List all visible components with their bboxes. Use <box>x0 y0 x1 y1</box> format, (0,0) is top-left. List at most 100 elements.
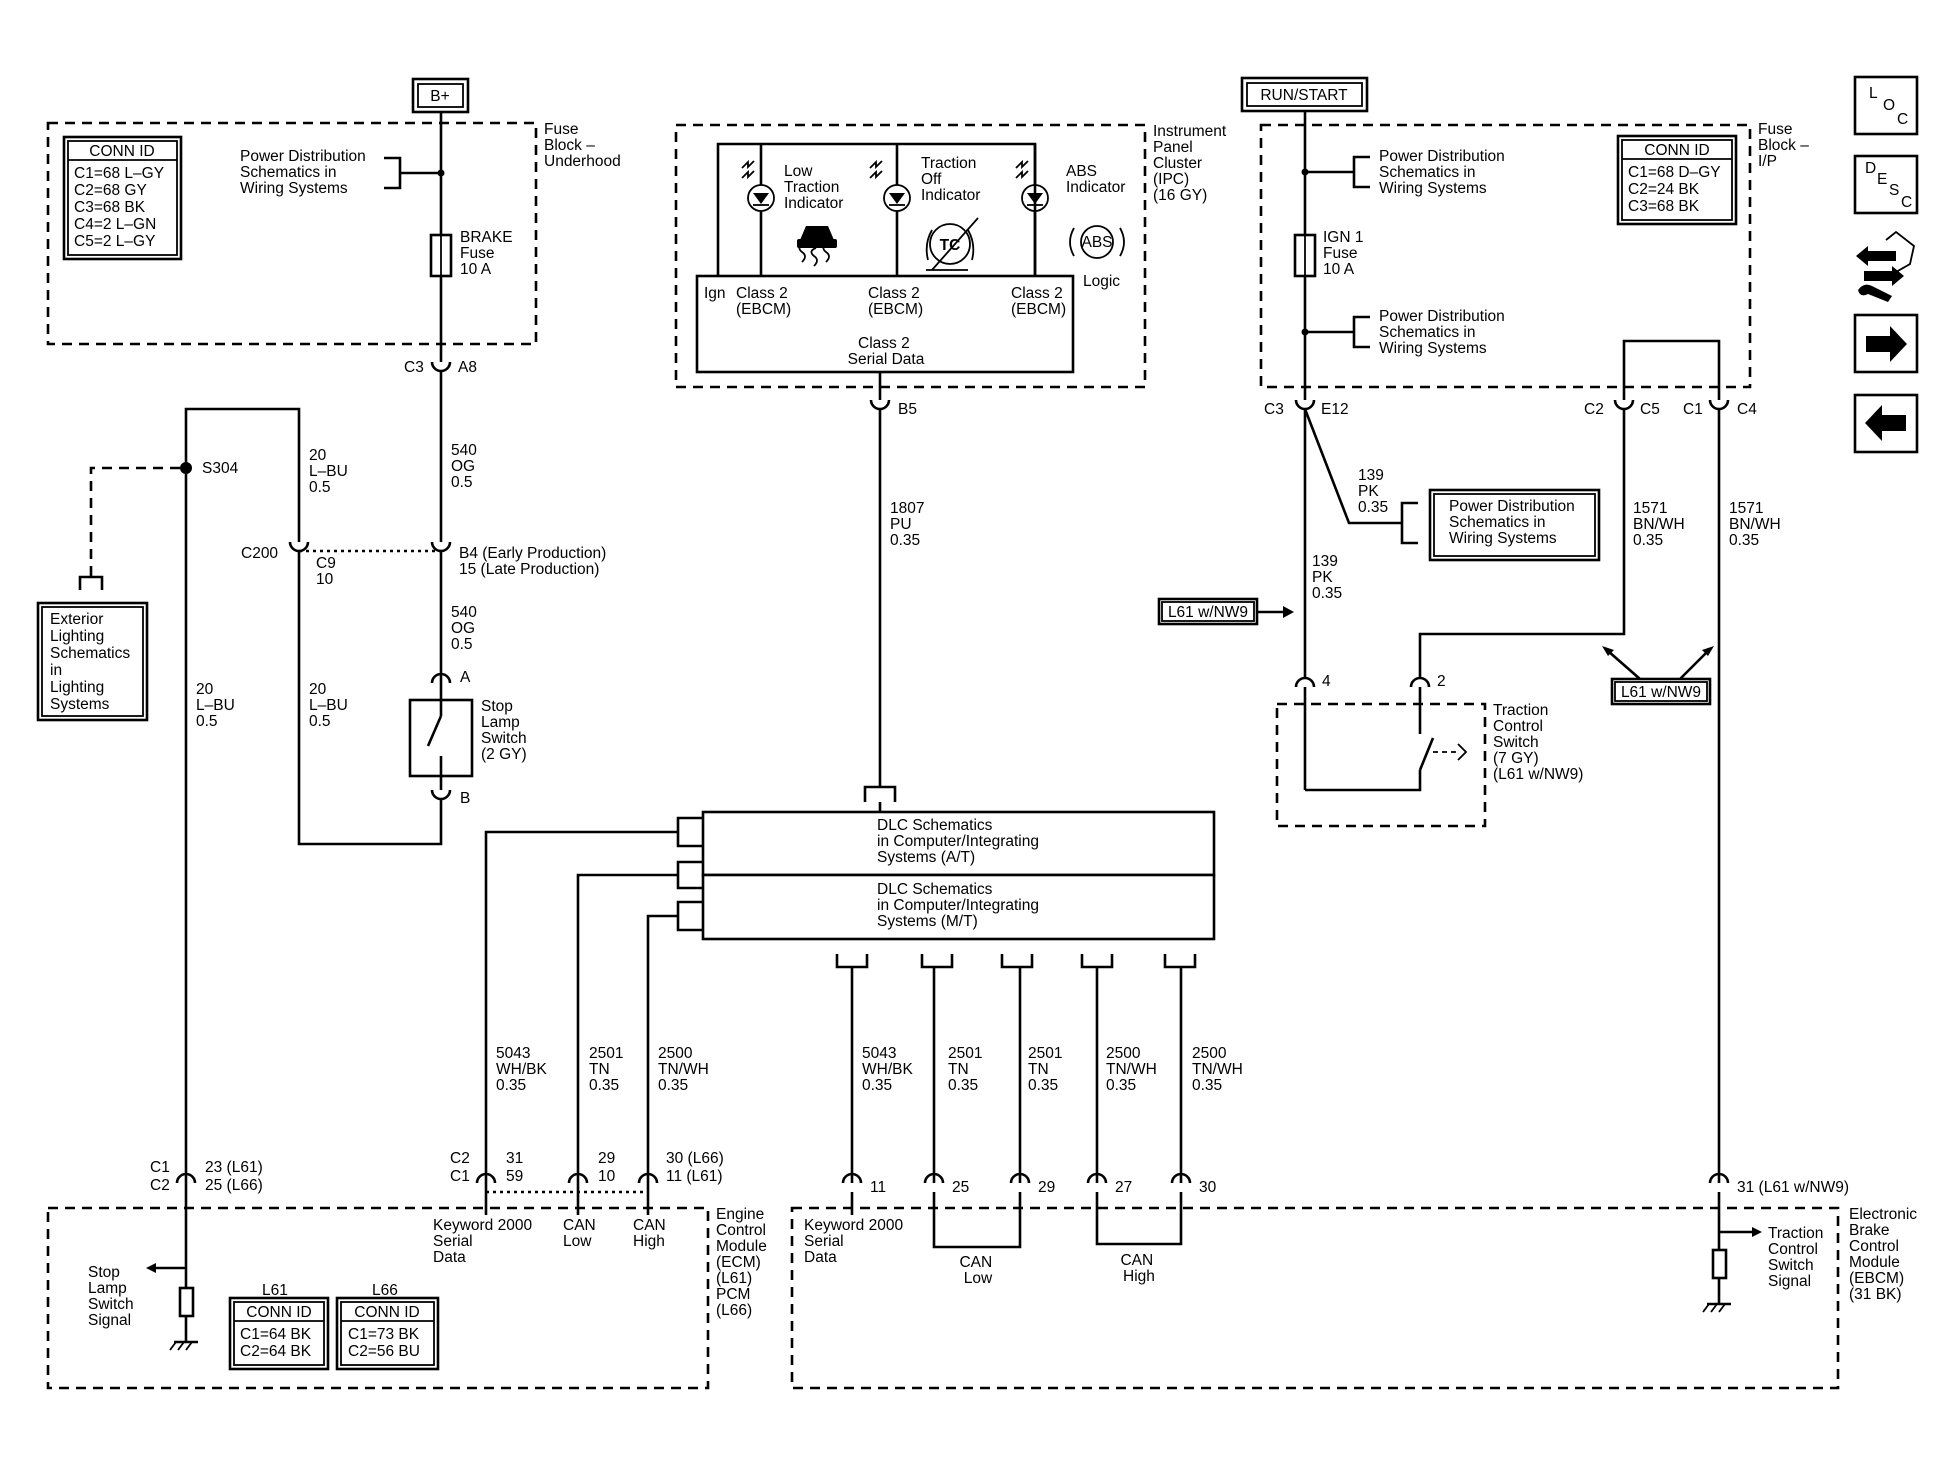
ecm-module: Engine Control Module (ECM) (L61) PCM (L… <box>46 1150 771 1390</box>
ecm-pin-23-25: 23 (L61) 25 (L66) <box>205 1159 267 1194</box>
svg-text:DLC Schematics in Comput: DLC Schematics in Computer/Integrating S… <box>877 881 1043 930</box>
ecm-c2c1-mid: C2 C1 <box>450 1150 474 1185</box>
svg-text:C1=64 BK: C1=64 BK <box>240 1326 312 1343</box>
ign1-fuse-label: IGN 1 Fuse 10 A <box>1323 229 1368 278</box>
traction-off-icon: TC <box>925 217 979 271</box>
svg-text:CONN ID: CONN ID <box>246 1304 311 1321</box>
wire-540-mid: 540 OG 0.5 <box>451 604 481 653</box>
ebcm-wire-2501a: 2501 TN 0.35 <box>948 1045 987 1094</box>
ecm-keyword-label: Keyword 2000 Serial Data <box>433 1217 536 1266</box>
svg-text:C2=24 BK: C2=24 BK <box>1628 181 1700 198</box>
ecm-can-high: CAN High <box>633 1217 670 1250</box>
run-start-label: RUN/START <box>1240 76 1369 113</box>
svg-text:L61 w/NW9: L61 w/NW9 <box>1168 604 1248 621</box>
ebcm-pin-29: 29 <box>1038 1179 1055 1196</box>
ebcm-wire-5043: 5043 WH/BK 0.35 <box>862 1045 917 1094</box>
wire-20-left: 20 L–BU 0.5 <box>196 681 239 730</box>
abs-symbol-icon: ABS <box>1069 225 1125 259</box>
ebcm-pin-25: 25 <box>952 1179 969 1196</box>
description-button[interactable]: D E S C <box>1853 154 1919 215</box>
connector-tool-icon[interactable] <box>1856 230 1916 302</box>
logic-label: Logic <box>1083 273 1120 290</box>
traction-control-switch: 4 2 Traction Control Switch (7 GY) (L61 … <box>1275 673 1583 828</box>
wire-20-top: 20 L–BU 0.5 <box>309 447 352 496</box>
next-page-button[interactable] <box>1853 313 1919 374</box>
wire-1571-right: 1571 BN/WH 0.35 <box>1729 500 1785 549</box>
svg-text:TC: TC <box>940 237 961 254</box>
s304-label: S304 <box>202 460 239 477</box>
wire-20-mid: 20 L–BU 0.5 <box>309 681 352 730</box>
location-button[interactable]: L O C <box>1853 75 1919 136</box>
fuse-block-ip-title: Fuse Block – I/P <box>1758 121 1813 170</box>
svg-text:Power Distribution Schem: Power Distribution Schematics in Wiring … <box>1449 498 1579 547</box>
ip-c2: C2 <box>1584 401 1604 418</box>
dlc-at-reference[interactable]: DLC Schematics in Computer/Integrating S… <box>701 810 1216 877</box>
conn-id-table-underhood: CONN ID C1=68 L–GY C2=68 GY C3=68 BK C4=… <box>62 135 183 261</box>
l66-label: L66 <box>372 1282 398 1299</box>
instrument-panel-cluster: Instrument Panel Cluster (IPC) (16 GY) <box>674 123 1227 389</box>
tcs-signal-label: Traction Control Switch Signal <box>1768 1225 1828 1290</box>
conn-id-table-ip: CONN ID C1=68 D–GY C2=24 BK C3=68 BK <box>1616 134 1738 226</box>
svg-text:C: C <box>1897 111 1908 128</box>
svg-text:CONN ID: CONN ID <box>1644 142 1709 159</box>
svg-text:C2=64 BK: C2=64 BK <box>240 1343 312 1360</box>
run-start-text: RUN/START <box>1260 87 1348 104</box>
ebcm-pin-30: 30 <box>1199 1179 1217 1196</box>
svg-text:S: S <box>1889 182 1899 199</box>
ip-c5: C5 <box>1640 401 1660 418</box>
ebcm-wire-2501b: 2501 TN 0.35 <box>1028 1045 1067 1094</box>
ecm-title: Engine Control Module (ECM) (L61) PCM (L… <box>716 1206 771 1319</box>
svg-text:C5=2 L–GY: C5=2 L–GY <box>74 233 155 250</box>
svg-text:ABS: ABS <box>1081 234 1112 251</box>
ip-c1: C1 <box>1683 401 1703 418</box>
ebcm-module: Electronic Brake Control Module (EBCM) (… <box>790 1172 1917 1390</box>
fuse-block-ip: Fuse Block – I/P CONN ID C1=68 D–GY C2=2… <box>1259 112 1813 400</box>
tcs-label: Traction Control Switch (7 GY) (L61 w/NW… <box>1493 702 1583 783</box>
pin-b-label: B <box>460 790 470 807</box>
ecm-pin-29-10: 29 10 <box>598 1150 620 1185</box>
svg-text:C2=56 BU: C2=56 BU <box>348 1343 420 1360</box>
abs-led-icon <box>1015 159 1049 276</box>
ecm-l61-conn-table: CONN ID C1=64 BK C2=64 BK <box>228 1296 330 1371</box>
dlc-mt-reference[interactable]: DLC Schematics in Computer/Integrating S… <box>701 873 1216 941</box>
power-dist-ref-1: Power Distribution Schematics in Wiring … <box>240 148 370 197</box>
fuse-block-underhood-title: Fuse Block – Underhood <box>544 121 621 170</box>
b4-label: B4 (Early Production) 15 (Late Productio… <box>459 545 611 578</box>
svg-text:C3=68 BK: C3=68 BK <box>1628 198 1700 215</box>
svg-text:C4=2 L–GN: C4=2 L–GN <box>74 216 156 233</box>
conn-c3-left: C3 <box>404 359 424 376</box>
option-l61-nw9-right: L61 w/NW9 <box>1610 677 1712 706</box>
ebcm-wire-2500a: 2500 TN/WH 0.35 <box>1106 1045 1161 1094</box>
svg-text:C: C <box>1901 194 1912 211</box>
previous-page-button[interactable] <box>1853 393 1919 454</box>
ipc-logic-box <box>695 274 1075 374</box>
bplus-label: B+ <box>411 77 470 114</box>
svg-text:C3=68 BK: C3=68 BK <box>74 199 146 216</box>
arrow-left-icon <box>1865 405 1906 441</box>
ecm-can-low: CAN Low <box>563 1217 600 1250</box>
svg-text:L: L <box>1869 85 1878 102</box>
ecm-pin-31-59: 31 59 <box>506 1150 528 1185</box>
svg-text:C1=68 D–GY: C1=68 D–GY <box>1628 164 1721 181</box>
stop-lamp-switch-label: Stop Lamp Switch (2 GY) <box>481 698 531 763</box>
ebcm-pin-31: 31 (L61 w/NW9) <box>1737 1179 1849 1196</box>
exterior-lighting-ref[interactable]: Exterior Lighting Schematics in Lighting… <box>36 601 149 722</box>
ebcm-pin-27: 27 <box>1115 1179 1132 1196</box>
ign-label: Ign <box>704 285 726 302</box>
ecm-l66-conn-table: CONN ID C1=73 BK C2=56 BU <box>335 1296 440 1371</box>
option-l61-nw9-left: L61 w/NW9 <box>1157 597 1259 626</box>
brake-fuse-label: BRAKE Fuse 10 A <box>460 229 517 278</box>
traction-off-label: Traction Off Indicator <box>921 155 981 204</box>
pin-a-label: A <box>460 669 471 686</box>
ip-c3: C3 <box>1264 401 1284 418</box>
connector-b5 <box>869 399 891 411</box>
low-traction-label: Low Traction Indicator <box>784 163 844 212</box>
ebcm-can-high: CAN High <box>1120 1252 1157 1285</box>
power-dist-ref-box[interactable]: Power Distribution Schematics in Wiring … <box>1428 488 1601 562</box>
svg-text:O: O <box>1883 97 1895 114</box>
svg-text:CONN ID: CONN ID <box>354 1304 419 1321</box>
wire-540-top: 540 OG 0.5 <box>451 442 481 491</box>
stop-lamp-signal-label: Stop Lamp Switch Signal <box>88 1264 138 1329</box>
svg-text:C1=73 BK: C1=73 BK <box>348 1326 420 1343</box>
ebcm-wire-2500b: 2500 TN/WH 0.35 <box>1192 1045 1247 1094</box>
